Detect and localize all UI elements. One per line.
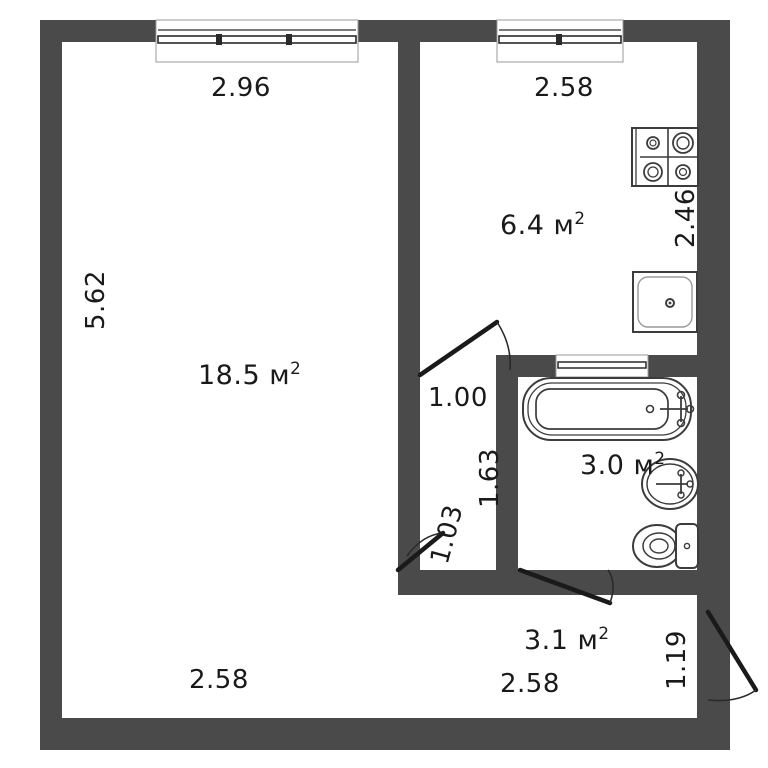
area-label-living-room: 18.5 м2 <box>198 360 301 391</box>
stove-cooktop-icon <box>631 127 699 187</box>
area-sup-living-room: 2 <box>290 358 302 378</box>
area-label-hallway: 3.1 м2 <box>524 625 610 656</box>
wall-mass <box>40 20 730 750</box>
kitchen-sink-icon <box>632 271 698 333</box>
hallway-door <box>395 530 446 573</box>
dimension-hallway-bottom-width: 2.58 <box>500 669 560 699</box>
living-room-window <box>155 19 359 63</box>
toilet-icon <box>632 523 699 569</box>
area-sup-kitchen: 2 <box>574 208 586 228</box>
wash-basin-icon <box>641 458 699 510</box>
area-sup-bathroom: 2 <box>654 448 666 468</box>
living-room-door <box>417 319 512 378</box>
area-value-bathroom: 3.0 м <box>580 450 655 481</box>
bathtub-icon <box>522 377 695 441</box>
dimension-living-room-top-width: 2.96 <box>211 73 271 103</box>
dimension-hallway-right-height: 1.19 <box>662 630 692 690</box>
bathroom-window <box>555 354 649 378</box>
kitchen-window <box>496 19 624 63</box>
area-sup-hallway: 2 <box>598 623 610 643</box>
area-label-bathroom: 3.0 м2 <box>580 450 666 481</box>
entrance-door <box>705 609 759 702</box>
bathroom-door <box>517 567 614 606</box>
area-label-kitchen: 6.4 м2 <box>500 210 586 241</box>
dimension-kitchen-right-height: 2.46 <box>671 188 701 248</box>
area-value-kitchen: 6.4 м <box>500 210 575 241</box>
dimension-living-room-bottom-width: 2.58 <box>189 665 249 695</box>
area-value-living-room: 18.5 м <box>198 360 291 391</box>
dimension-kitchen-top-width: 2.58 <box>534 73 594 103</box>
dimension-living-room-left-height: 5.62 <box>81 270 111 330</box>
dimension-living-room-door-width: 1.00 <box>428 383 488 413</box>
area-value-hallway: 3.1 м <box>524 625 599 656</box>
dimension-hallway-inner-height: 1.63 <box>475 448 505 508</box>
